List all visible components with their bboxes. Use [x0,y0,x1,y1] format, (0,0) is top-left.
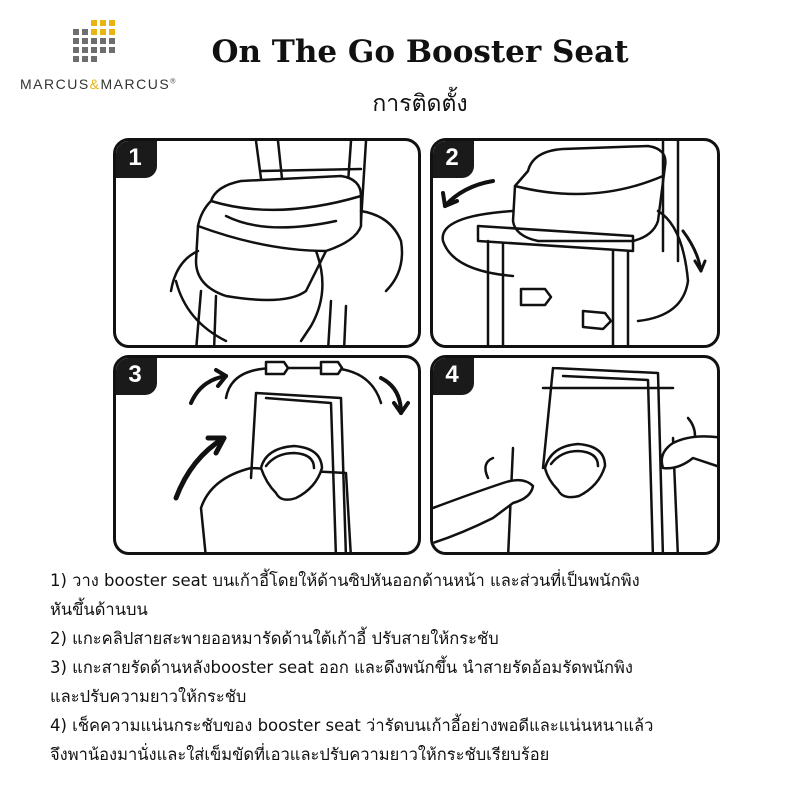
logo-dot [82,56,88,62]
step-panel-2: 2 [430,138,720,348]
brand-name-right: MARCUS [100,76,171,92]
brand-logo: MARCUS&MARCUS® [18,18,178,98]
step-line: และปรับความยาวให้กระชับ [50,687,247,706]
step-panel-3: 3 [113,355,421,555]
page-title: On The Go Booster Seat [211,34,629,70]
logo-dot [109,29,115,35]
check-fit-icon [433,366,717,552]
step-line: จึงพาน้องมานั่งและใส่เข็มขัดที่เอวและปรั… [50,745,550,764]
logo-dot [82,38,88,44]
logo-grid-icon [73,20,125,72]
step-number-badge: 1 [116,141,157,178]
step-panel-1: 1 [113,138,421,348]
raise-backrest-icon [173,360,410,552]
instruction-list: 1) วาง booster seat บนเก้าอี้โดยให้ด้านซ… [50,566,780,769]
logo-dot [73,47,79,53]
logo-dot [73,29,79,35]
step-number-badge: 4 [433,358,474,395]
logo-dot [91,56,97,62]
page-subtitle: การติดตั้ง [372,91,468,117]
step-number-badge: 3 [116,358,157,395]
logo-dot [109,47,115,53]
brand-name-left: MARCUS [20,76,90,92]
logo-dot [73,56,79,62]
logo-dot [100,20,106,26]
logo-dot [73,38,79,44]
brand-name-amp: & [89,76,101,92]
logo-dot [82,29,88,35]
logo-dot [82,47,88,53]
logo-dot [100,29,106,35]
logo-dot [91,47,97,53]
logo-dot [100,38,106,44]
step-line: 4) เช็คความแน่นกระชับของ booster seat ว่… [50,716,654,735]
step-number-badge: 2 [433,141,474,178]
registered-mark: ® [170,78,177,86]
booster-on-chair-icon [169,141,404,345]
logo-dot [91,38,97,44]
logo-dot [91,20,97,26]
logo-dot [109,38,115,44]
step-panel-4: 4 [430,355,720,555]
strap-under-chair-icon [441,141,707,345]
step-line: 2) แกะคลิปสายสะพายออหมารัดด้านใต้เก้าอี้… [50,629,499,648]
step-line: 1) วาง booster seat บนเก้าอี้โดยให้ด้านซ… [50,571,640,590]
step-line: หันขึ้นด้านบน [50,600,148,619]
brand-name: MARCUS&MARCUS® [20,76,177,92]
logo-dot [91,29,97,35]
logo-dot [109,20,115,26]
logo-dot [100,47,106,53]
step-line: 3) แกะสายรัดด้านหลังbooster seat ออก และ… [50,658,633,677]
